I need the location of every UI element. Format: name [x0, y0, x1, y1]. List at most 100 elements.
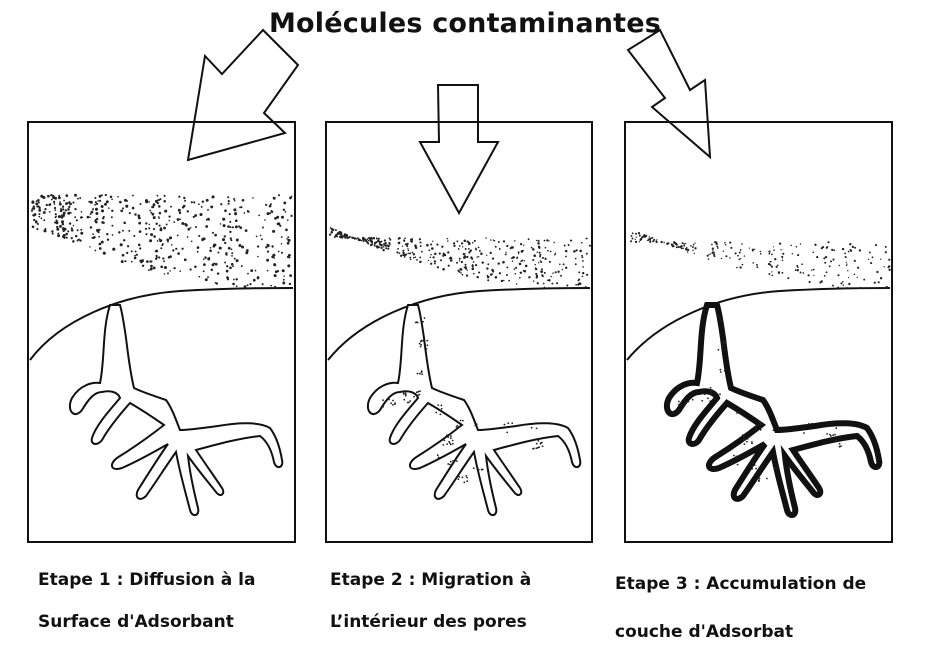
molecule-dot: [230, 237, 232, 239]
molecule-dot: [857, 267, 859, 269]
molecule-dot: [60, 209, 63, 212]
molecule-dot: [888, 259, 890, 261]
molecule-dot: [456, 425, 458, 427]
molecule-dot: [181, 248, 183, 250]
molecule-dot: [185, 224, 188, 227]
molecule-dot: [162, 257, 164, 259]
molecule-dot: [388, 399, 390, 401]
molecule-dot: [382, 399, 384, 401]
molecule-dot: [739, 252, 741, 254]
molecule-dot: [79, 197, 81, 199]
molecule-dot: [717, 247, 719, 249]
molecule-dot: [449, 442, 451, 444]
molecule-dot: [744, 443, 746, 445]
molecule-dot: [105, 194, 107, 196]
molecule-dot: [539, 255, 541, 257]
molecule-dot: [207, 218, 210, 221]
molecule-dot: [177, 218, 180, 221]
molecule-dot: [41, 217, 43, 219]
molecule-dot: [461, 261, 463, 263]
molecule-dot: [273, 197, 276, 200]
molecule-dot: [271, 210, 274, 213]
molecule-dot: [467, 270, 468, 271]
molecule-dot: [205, 257, 207, 259]
molecule-dot: [35, 221, 38, 224]
molecule-dot: [846, 261, 847, 262]
molecule-dot: [842, 281, 844, 283]
molecule-dot: [678, 246, 680, 248]
molecule-dot: [725, 244, 727, 246]
molecule-dot: [813, 275, 814, 276]
molecule-dot: [229, 221, 231, 223]
molecule-dot: [257, 245, 259, 247]
molecule-dot: [519, 277, 521, 279]
molecule-dot: [168, 220, 170, 222]
molecule-dot: [231, 252, 233, 254]
molecule-dot: [166, 224, 168, 226]
molecule-dot: [579, 282, 582, 285]
molecule-dot: [235, 219, 238, 222]
molecule-dot: [211, 269, 213, 271]
molecule-dot: [470, 249, 472, 251]
molecule-dot: [224, 209, 227, 212]
molecule-dot: [99, 200, 101, 202]
molecule-dot: [170, 206, 172, 208]
molecule-dot: [542, 257, 544, 259]
molecule-dot: [53, 201, 55, 203]
molecule-dot: [413, 253, 415, 255]
molecule-dot: [774, 467, 776, 469]
molecule-dot: [680, 245, 682, 247]
molecule-dot: [586, 253, 588, 255]
molecule-dot: [516, 257, 518, 259]
molecule-dot: [491, 269, 494, 272]
molecule-dot: [89, 246, 91, 248]
molecule-dot: [811, 423, 813, 425]
molecule-dot: [542, 445, 544, 447]
molecule-dot: [466, 275, 468, 277]
molecule-dot: [486, 255, 487, 256]
molecule-dot: [421, 251, 423, 253]
molecule-dot: [199, 213, 202, 216]
molecule-dot: [437, 266, 439, 268]
arrow-down-center: [420, 85, 498, 213]
molecule-dot: [264, 219, 266, 221]
molecule-dot: [678, 404, 680, 406]
molecule-dot: [228, 200, 230, 202]
panel-step-1: [28, 122, 295, 542]
molecule-dot: [215, 263, 218, 266]
molecule-dot: [431, 247, 434, 250]
molecule-dot: [481, 469, 483, 471]
molecule-dot: [478, 429, 480, 431]
molecule-dot: [331, 231, 333, 233]
molecule-dot: [827, 241, 829, 243]
molecule-dot: [635, 233, 637, 235]
molecule-dot: [352, 237, 354, 239]
molecule-dot: [442, 256, 443, 257]
molecule-dot: [707, 393, 709, 395]
molecule-dot: [195, 226, 197, 228]
molecule-dot: [473, 261, 475, 263]
molecule-dot: [368, 240, 370, 242]
molecule-dot: [71, 237, 73, 239]
molecule-dot: [138, 216, 141, 219]
molecule-dot: [371, 243, 373, 245]
molecule-dot: [711, 244, 713, 246]
molecule-dot: [457, 427, 459, 429]
molecule-dot: [287, 256, 290, 259]
molecule-dot: [32, 226, 35, 229]
molecule-dot: [61, 216, 64, 219]
molecule-dot: [782, 257, 783, 258]
molecule-dot: [59, 225, 62, 228]
step-3-line-1: Etape 3 : Accumulation de: [615, 574, 866, 594]
molecule-dot: [779, 242, 781, 244]
molecule-dot: [755, 428, 757, 430]
molecule-dot: [718, 349, 720, 351]
molecule-dot: [227, 225, 230, 228]
molecule-dot: [782, 259, 784, 261]
molecule-dot: [685, 243, 686, 244]
arrow-diagonal-left: [188, 30, 298, 160]
molecule-dot: [836, 440, 838, 442]
molecule-dot: [635, 239, 636, 240]
molecule-dot: [416, 259, 418, 261]
molecule-dot: [676, 244, 678, 246]
